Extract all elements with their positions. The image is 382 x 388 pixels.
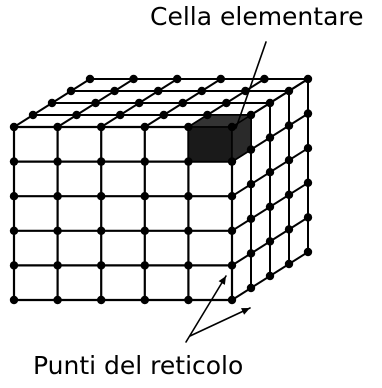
lattice-point xyxy=(9,122,19,132)
lattice-point xyxy=(53,295,62,305)
lattice-point xyxy=(227,295,237,305)
lattice-point xyxy=(97,122,106,132)
lattice-point xyxy=(72,110,81,120)
lattice-point xyxy=(227,122,237,132)
lattice-point xyxy=(97,157,106,166)
lattice-point xyxy=(28,110,38,120)
lattice-point xyxy=(265,98,275,108)
lattice-point xyxy=(265,202,275,211)
lattice-point xyxy=(246,249,256,258)
lattice-point xyxy=(246,283,256,293)
lattice-point xyxy=(303,74,313,84)
lattice-point xyxy=(116,110,125,120)
lattice-point xyxy=(159,110,168,120)
lattice-point xyxy=(85,74,95,84)
lattice-point xyxy=(97,295,106,305)
lattice-point xyxy=(246,110,256,120)
lattice-point xyxy=(303,213,313,222)
lattice-point-arrow xyxy=(189,307,251,337)
label-pointers xyxy=(185,41,267,343)
lattice-point xyxy=(110,86,119,96)
lattice-point xyxy=(184,157,193,166)
lattice-point xyxy=(184,122,193,132)
lattice-point xyxy=(47,98,57,108)
lattice-point xyxy=(246,180,256,189)
lattice-point xyxy=(140,295,149,305)
lattice-point xyxy=(184,295,193,305)
lattice-point xyxy=(97,261,106,270)
lattice-points-label: Punti del reticolo xyxy=(33,351,244,380)
lattice-point xyxy=(303,178,313,187)
lattice-point xyxy=(303,144,313,153)
lattice-point xyxy=(9,226,19,235)
lattice-point xyxy=(203,110,212,120)
lattice-point xyxy=(97,226,106,235)
lattice-point xyxy=(284,190,294,199)
lattice-point xyxy=(227,226,237,235)
unit-cell-label: Cella elementare xyxy=(150,2,364,31)
lattice-point xyxy=(53,192,62,201)
lattice-point xyxy=(53,226,62,235)
lattice-point xyxy=(265,168,275,177)
lattice-point-arrow-head xyxy=(241,308,250,315)
lattice-point xyxy=(260,74,269,84)
lattice-point xyxy=(227,192,237,201)
lattice-point xyxy=(140,226,149,235)
lattice-lines xyxy=(12,78,309,302)
lattice-point xyxy=(184,261,193,270)
lattice-point xyxy=(246,214,256,223)
lattice-point xyxy=(284,156,294,165)
lattice-point xyxy=(9,295,19,305)
lattice-points xyxy=(9,74,313,305)
lattice-point-arrow-head xyxy=(218,276,226,285)
lattice-point xyxy=(265,133,275,142)
lattice-point xyxy=(246,145,256,154)
lattice-point xyxy=(173,74,182,84)
lattice-point-arrow xyxy=(185,275,227,343)
lattice-point xyxy=(135,98,144,108)
lattice-point xyxy=(140,192,149,201)
lattice-point xyxy=(9,261,19,270)
lattice-point xyxy=(227,261,237,270)
lattice-point xyxy=(284,86,294,96)
lattice-point xyxy=(129,74,138,84)
lattice-point xyxy=(265,271,275,281)
lattice-point xyxy=(178,98,187,108)
unit-cell-front xyxy=(187,126,233,163)
lattice-point xyxy=(53,122,62,132)
lattice-point xyxy=(284,121,294,130)
lattice-point xyxy=(184,226,193,235)
lattice-point xyxy=(265,237,275,246)
lattice-point xyxy=(284,259,294,269)
lattice-point xyxy=(303,247,313,257)
lattice-point xyxy=(91,98,100,108)
lattice-point xyxy=(140,157,149,166)
lattice-point xyxy=(227,157,237,166)
lattice-point xyxy=(66,86,76,96)
lattice-point xyxy=(140,122,149,132)
unit-cell xyxy=(185,113,254,163)
lattice-point xyxy=(154,86,163,96)
lattice-point xyxy=(184,192,193,201)
lattice-point xyxy=(197,86,206,96)
lattice-point xyxy=(97,192,106,201)
lattice-point xyxy=(53,261,62,270)
lattice-point xyxy=(216,74,225,84)
lattice-point xyxy=(9,157,19,166)
lattice-point xyxy=(9,192,19,201)
lattice-point xyxy=(222,98,231,108)
lattice-point xyxy=(284,225,294,234)
lattice-point xyxy=(140,261,149,270)
unit-cell-pointer xyxy=(235,41,267,129)
lattice-point xyxy=(53,157,62,166)
lattice-point xyxy=(303,109,313,118)
